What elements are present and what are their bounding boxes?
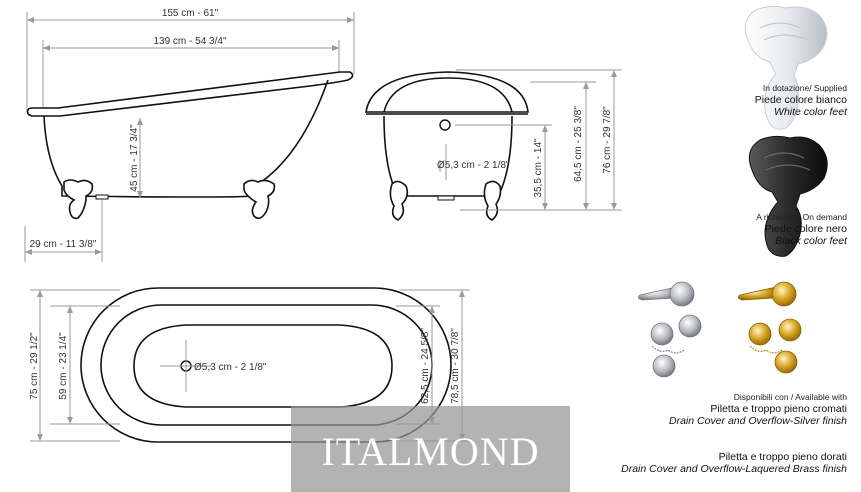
brass-drain-name-it: Piletta e troppo pieno dorati [718, 451, 847, 463]
side-rim [26, 71, 354, 117]
chrome-drain-name-en: Drain Cover and Overflow-Silver finish [669, 414, 847, 427]
on-demand-label: A richiesta / On demand [756, 212, 847, 222]
top-outer-rim [80, 287, 452, 443]
side-drain-pipe [95, 194, 109, 200]
end-rim-inner [383, 77, 513, 113]
top-drain-label: Ø5,3 cm - 2 1/8" [194, 362, 267, 373]
end-drain [437, 195, 455, 201]
inner-depth-label: 62,5 cm - 24 5/8" [420, 328, 431, 404]
watermark: ITALMOND [291, 406, 570, 492]
side-right-foot [243, 179, 276, 220]
brass-drain-name-en: Drain Cover and Overflow-Laquered Brass … [621, 463, 847, 476]
foot-offset-label: 29 cm - 11 3/8" [30, 239, 97, 250]
brass-drain-set-image [738, 281, 802, 374]
chrome-drain-name-it: Piletta e troppo pieno cromati [710, 402, 847, 415]
outer-width-label: 75 cm - 29 1/2" [29, 332, 40, 400]
available-label: Disponibili con / Available with [733, 392, 847, 402]
chrome-drain-set-image [638, 281, 702, 378]
chrome-drain-caption: Disponibili con / Available with Piletta… [669, 392, 847, 427]
supplied-label: In dotazione/ Supplied [762, 83, 847, 93]
side-left-foot [63, 179, 94, 220]
rim-height-label: 64,5 cm - 25 3/8" [573, 106, 584, 182]
black-feet-name-it: Piede colore nero [764, 222, 847, 235]
overall-length-label: 155 cm - 61" [162, 8, 219, 19]
inner-length-label: 139 cm - 54 3/4" [153, 36, 226, 47]
inner-width-label: 59 cm - 23 1/4" [58, 332, 69, 400]
side-view: 155 cm - 61" 139 cm - 54 3/4" 45 cm - 17… [24, 8, 355, 262]
end-view: Ø5,3 cm - 2 1/8" 35,5 cm - 14" 64,5 cm -… [365, 69, 622, 221]
black-foot-image [748, 135, 828, 257]
height-label: 45 cm - 17 3/4" [129, 124, 140, 192]
white-feet-name-it: Piede colore bianco [754, 93, 847, 106]
outer-depth-label: 78,5 cm - 30 7/8" [450, 328, 461, 404]
white-foot-image [744, 5, 828, 130]
watermark-text: ITALMOND [321, 429, 540, 474]
black-feet-caption: A richiesta / On demand Piede colore ner… [756, 212, 847, 247]
white-feet-caption: In dotazione/ Supplied Piede colore bian… [754, 83, 847, 118]
end-drain-label: Ø5,3 cm - 2 1/8" [437, 160, 510, 171]
end-right-foot [483, 180, 502, 221]
total-height-label: 76 cm - 29 7/8" [602, 106, 613, 174]
white-feet-name-en: White color feet [774, 105, 847, 118]
brass-drain-caption: Piletta e troppo pieno dorati Drain Cove… [621, 451, 847, 475]
end-left-foot [389, 180, 409, 221]
black-feet-name-en: Black color feet [775, 234, 847, 247]
overflow-hole [439, 119, 451, 131]
overflow-height-label: 35,5 cm - 14" [533, 138, 544, 198]
end-rim [365, 71, 529, 113]
side-body [43, 79, 329, 198]
